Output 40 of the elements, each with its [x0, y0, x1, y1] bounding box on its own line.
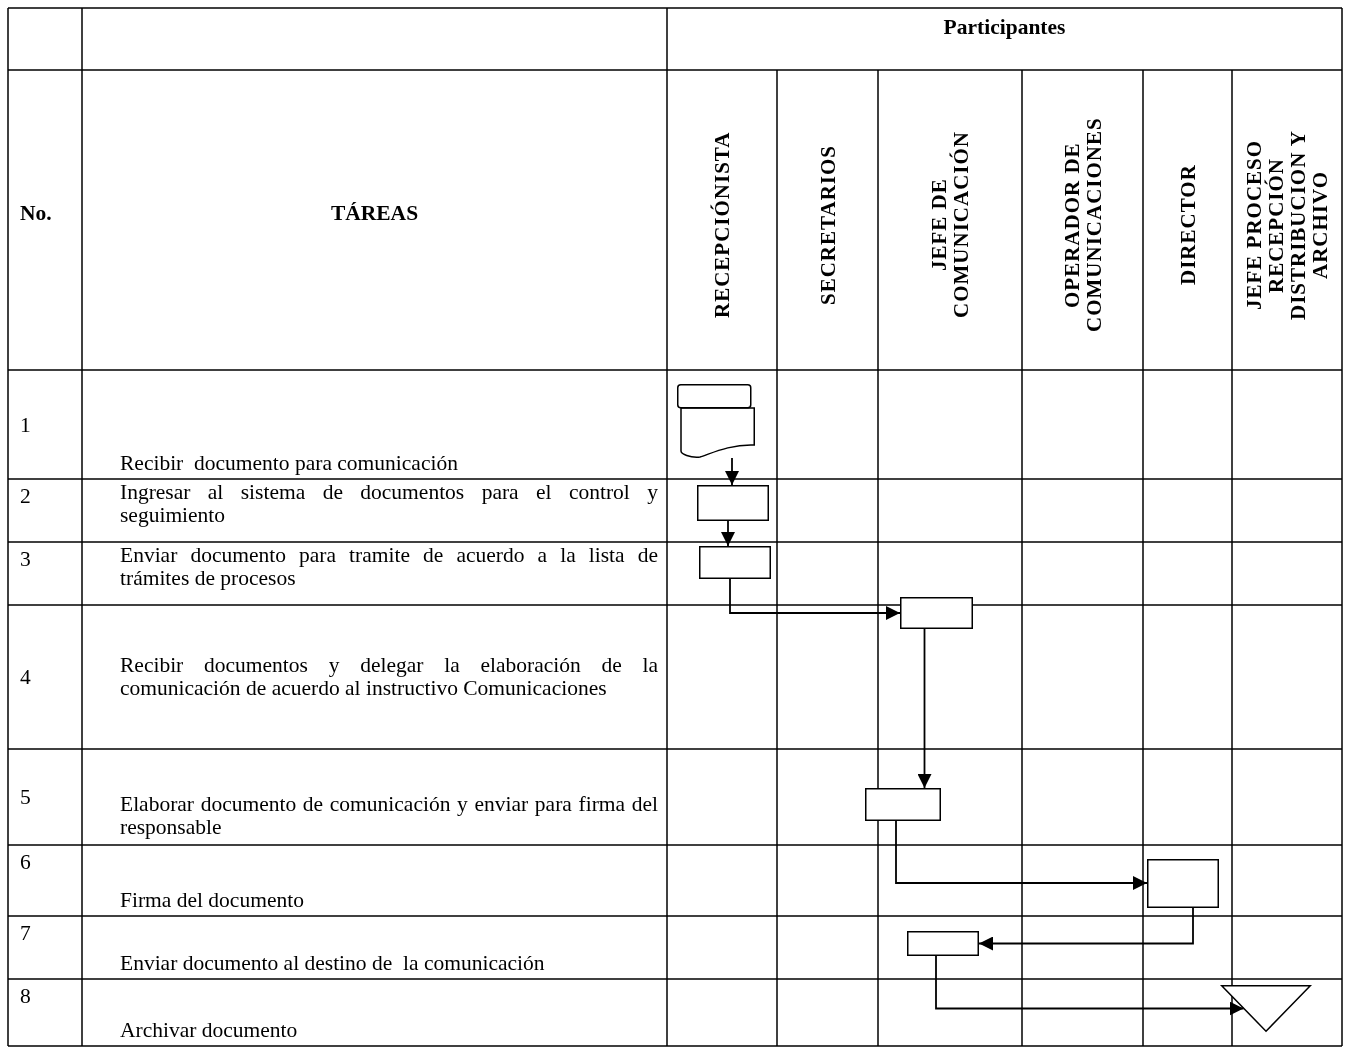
- process-box: [900, 597, 973, 629]
- role-heading: DIRECTOR: [1176, 163, 1199, 288]
- task-description: Archivar documento: [120, 1019, 299, 1042]
- storage-triangle: [1221, 985, 1311, 1032]
- task-description: Recibir documento para comunicación: [120, 452, 459, 475]
- arrow: [729, 578, 901, 620]
- row-number: 4: [20, 666, 31, 689]
- row-number: 3: [20, 548, 31, 571]
- row-number: 6: [20, 851, 31, 874]
- row-number: 1: [20, 413, 31, 437]
- task-description: Enviar documento al destino de la comunicación: [120, 952, 546, 975]
- task-description: Elaborar documento de comunicación y enviar para firma del responsable: [120, 793, 658, 839]
- role-heading: JEFE PROCESO RECEPCIÓN DISTRIBUCION Y ARCHIVO: [1243, 129, 1331, 322]
- row-number: 8: [20, 985, 31, 1008]
- role-heading: OPERADOR DE COMUNICACIONES: [1060, 116, 1105, 335]
- task-description: Recibir documentos y delegar la elaboración de la comunicación de acuerdo al instructivo Comunicaciones: [120, 654, 658, 700]
- arrow: [978, 907, 1194, 951]
- process-box: [1147, 859, 1219, 908]
- task-description: Ingresar al sistema de documentos para el control y seguimiento: [120, 481, 658, 527]
- process-box: [865, 788, 941, 821]
- task-description: Enviar documento para tramite de acuerdo a la lista de trámites de procesos: [120, 544, 658, 590]
- arrow: [917, 628, 932, 789]
- process-box: [699, 546, 771, 579]
- role-heading: JEFE DE COMUNICACIÓN: [928, 130, 972, 321]
- row-number: 7: [20, 922, 31, 945]
- column-group-heading: Participantes: [942, 16, 1067, 39]
- column-heading: TÁREAS: [329, 202, 420, 225]
- row-number: 5: [20, 786, 31, 809]
- arrow: [895, 820, 1148, 890]
- document-symbol: [677, 384, 755, 458]
- role-heading: RECEPCIÓNISTA: [711, 130, 733, 321]
- column-heading: No.: [20, 202, 52, 225]
- row-number: 2: [20, 485, 31, 508]
- process-box: [907, 931, 979, 956]
- arrow: [725, 457, 739, 486]
- arrow: [721, 520, 735, 547]
- process-box: [697, 485, 769, 521]
- task-description: Firma del documento: [120, 889, 305, 912]
- arrow: [935, 955, 1245, 1016]
- role-heading: SECRETARIOS: [816, 144, 839, 307]
